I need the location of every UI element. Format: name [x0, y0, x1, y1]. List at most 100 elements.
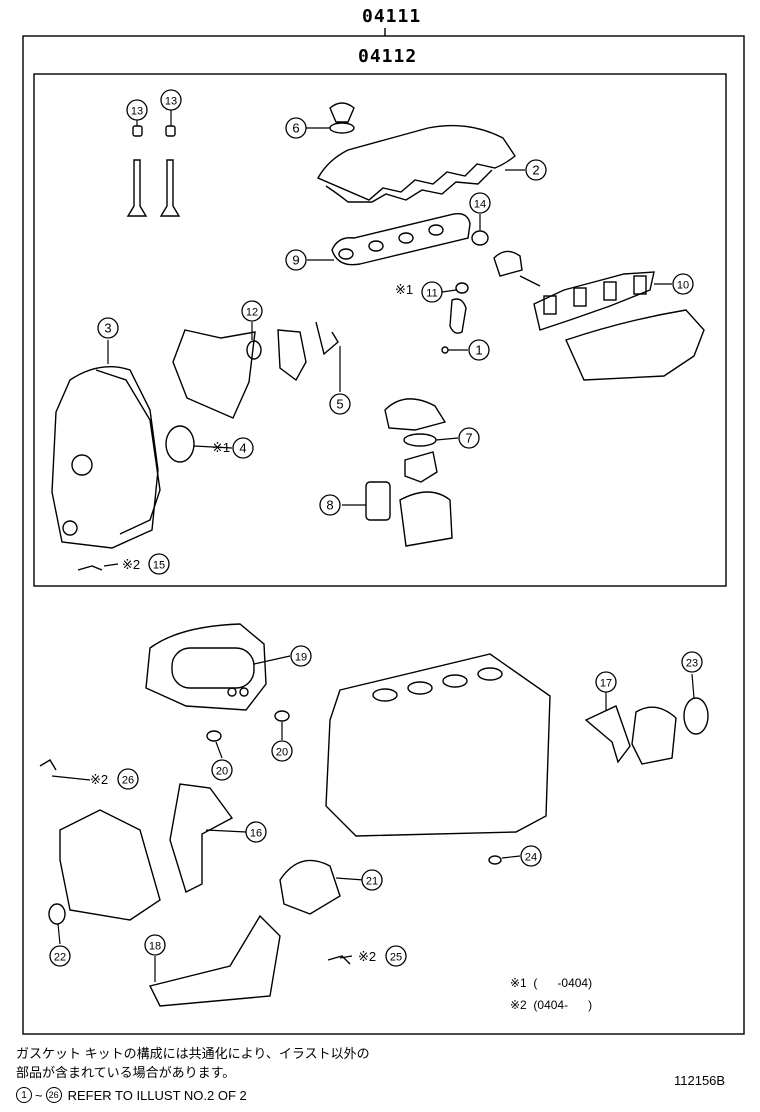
gasket-5	[315, 321, 339, 356]
gasket-7	[403, 433, 437, 447]
callout-number: 21	[366, 876, 378, 888]
callout-circle	[361, 869, 383, 891]
callout-p5: 5	[329, 393, 351, 415]
callout-circle	[595, 671, 617, 693]
valve-cover-gasket	[317, 124, 516, 203]
callout-number: 15	[153, 560, 165, 572]
callout-number: 2	[532, 163, 539, 178]
callout-number: 16	[250, 828, 262, 840]
callout-p14: 14	[469, 192, 491, 214]
outer-frame	[22, 35, 745, 1035]
mark-15: ※2	[122, 557, 141, 572]
gasket-16	[169, 783, 234, 893]
callout-p12: 12	[241, 300, 263, 322]
refer-note: 1 ~ 26 REFER TO ILLUST NO.2 OF 2	[16, 1087, 247, 1103]
callout-number: 11	[426, 288, 437, 300]
cover-plate	[172, 329, 256, 419]
callout-number: 20	[216, 766, 228, 778]
legend-line-1: ※1 ( -0404)	[510, 976, 593, 990]
callout-p6: 6	[285, 117, 307, 139]
callout-circles: 1313621491011131254781519172320202616212…	[49, 89, 703, 967]
callout-circle	[97, 317, 119, 339]
callout-number: 6	[292, 121, 299, 136]
callout-p15: 15	[148, 553, 170, 575]
callout-circle	[160, 89, 182, 111]
callout-circle	[469, 192, 491, 214]
callout-number: 12	[246, 307, 258, 319]
callout-circle	[385, 945, 407, 967]
callout-p21: 21	[361, 869, 383, 891]
gasket-8	[365, 481, 391, 521]
callout-circle	[319, 494, 341, 516]
seal-11	[449, 298, 467, 334]
callout-p20b: 20	[271, 740, 293, 762]
callout-circle	[285, 249, 307, 271]
callout-circle	[241, 300, 263, 322]
thermostat-housing	[384, 398, 447, 431]
callout-circle	[329, 393, 351, 415]
callout-p11: 11	[421, 281, 443, 303]
inner-frame	[33, 73, 727, 587]
callout-p7: 7	[458, 427, 480, 449]
note-jp-line-1: ガスケット キットの構成には共通化により、イラスト以外の	[16, 1046, 370, 1061]
sensor	[493, 250, 541, 287]
oil-seal-12	[246, 340, 262, 360]
mark-25: ※2	[358, 949, 377, 964]
callout-circle	[271, 740, 293, 762]
refer-tilde: ~	[35, 1087, 43, 1103]
cylinder-head-gasket-19	[145, 623, 267, 711]
callout-p2: 2	[525, 159, 547, 181]
exhaust-manifold-gasket	[533, 271, 705, 381]
oil-cap	[329, 102, 355, 134]
timing-cover-gasket	[51, 365, 161, 549]
callout-circle	[232, 437, 254, 459]
callout-p19: 19	[290, 645, 312, 667]
callout-number: 18	[149, 941, 161, 953]
callout-number: 5	[336, 397, 343, 412]
plug-1	[441, 346, 449, 354]
refer-end-callout: 26	[45, 1087, 62, 1103]
oil-seal-23	[683, 697, 709, 735]
callout-number: 26	[122, 775, 134, 787]
callout-number: 13	[131, 106, 143, 118]
callout-number: 9	[292, 253, 299, 268]
timing-cover	[59, 809, 161, 921]
callout-circle	[458, 427, 480, 449]
callout-circle	[49, 945, 71, 967]
gasket-4	[165, 425, 195, 463]
callout-number: 22	[54, 952, 66, 964]
callout-circle	[144, 934, 166, 956]
callout-p4: 4	[232, 437, 254, 459]
callout-p9: 9	[285, 249, 307, 271]
refer-text: REFER TO ILLUST NO.2 OF 2	[67, 1087, 247, 1103]
callout-circle	[117, 768, 139, 790]
seal-25	[327, 955, 351, 965]
callout-p3: 3	[97, 317, 119, 339]
callout-circle	[681, 651, 703, 673]
callout-p10: 10	[672, 273, 694, 295]
callout-circle	[520, 845, 542, 867]
callout-p16: 16	[245, 821, 267, 843]
callout-p23: 23	[681, 651, 703, 673]
callout-number: 14	[474, 199, 486, 211]
water-pump	[399, 491, 453, 547]
callout-number: 17	[600, 678, 612, 690]
mark-26: ※2	[90, 772, 109, 787]
intake-manifold-gasket	[331, 213, 471, 266]
callout-circle	[672, 273, 694, 295]
o-ring-11	[455, 282, 469, 294]
oil-seal-small	[471, 230, 489, 246]
callout-circle	[126, 99, 148, 121]
callout-number: 7	[465, 431, 472, 446]
mark-11: ※1	[395, 282, 414, 297]
gasket-20b	[274, 710, 290, 722]
callout-number: 25	[390, 952, 402, 964]
illustration-number: 112156B	[674, 1073, 726, 1088]
callout-number: 8	[326, 498, 333, 513]
subassembly-code: 04112	[358, 46, 418, 67]
callout-circle	[148, 553, 170, 575]
callout-circle	[525, 159, 547, 181]
callout-number: 1	[475, 343, 482, 358]
gasket-24	[488, 855, 502, 865]
callout-p8: 8	[319, 494, 341, 516]
